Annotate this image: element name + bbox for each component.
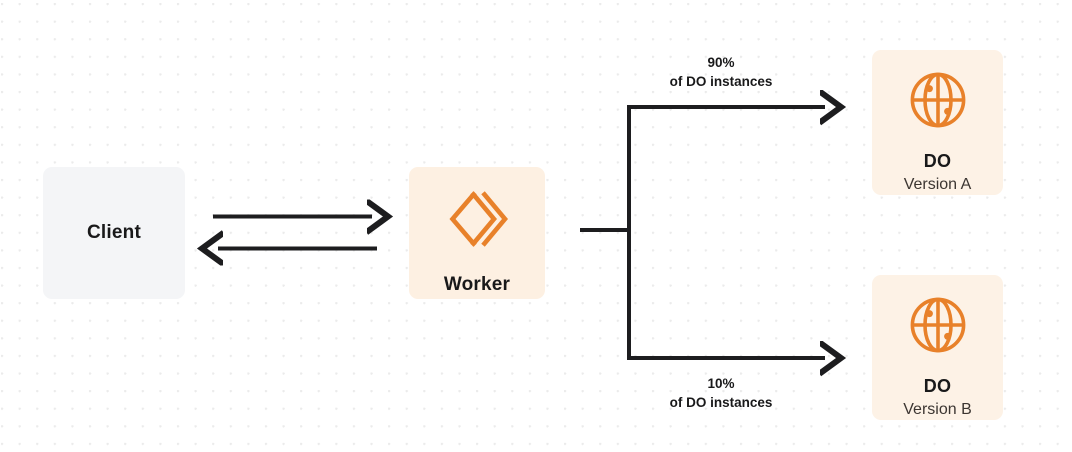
cloudflare-workers-icon: [446, 191, 508, 252]
node-do-version-b[interactable]: DO Version B: [872, 275, 1003, 420]
worker-label: Worker: [443, 274, 511, 295]
edge-label-bottom-caption: of DO instances: [669, 395, 773, 410]
client-label: Client: [87, 222, 141, 243]
edge-label-bottom-percent: 10%: [707, 376, 735, 391]
do-b-label: DO: [923, 376, 952, 396]
edge-label-top: 90% of DO instances: [613, 53, 829, 91]
edge-label-bottom: 10% of DO instances: [613, 374, 829, 412]
node-worker[interactable]: Worker: [409, 167, 545, 299]
globe-icon: [909, 71, 967, 134]
edge-label-top-percent: 90%: [707, 55, 735, 70]
do-a-label: DO: [923, 151, 952, 171]
node-do-version-a[interactable]: DO Version A: [872, 50, 1003, 195]
globe-icon: [909, 296, 967, 359]
edge-label-top-caption: of DO instances: [669, 74, 773, 89]
node-client[interactable]: Client: [43, 167, 185, 299]
do-b-sublabel: Version B: [903, 401, 972, 418]
do-a-sublabel: Version A: [903, 176, 972, 193]
